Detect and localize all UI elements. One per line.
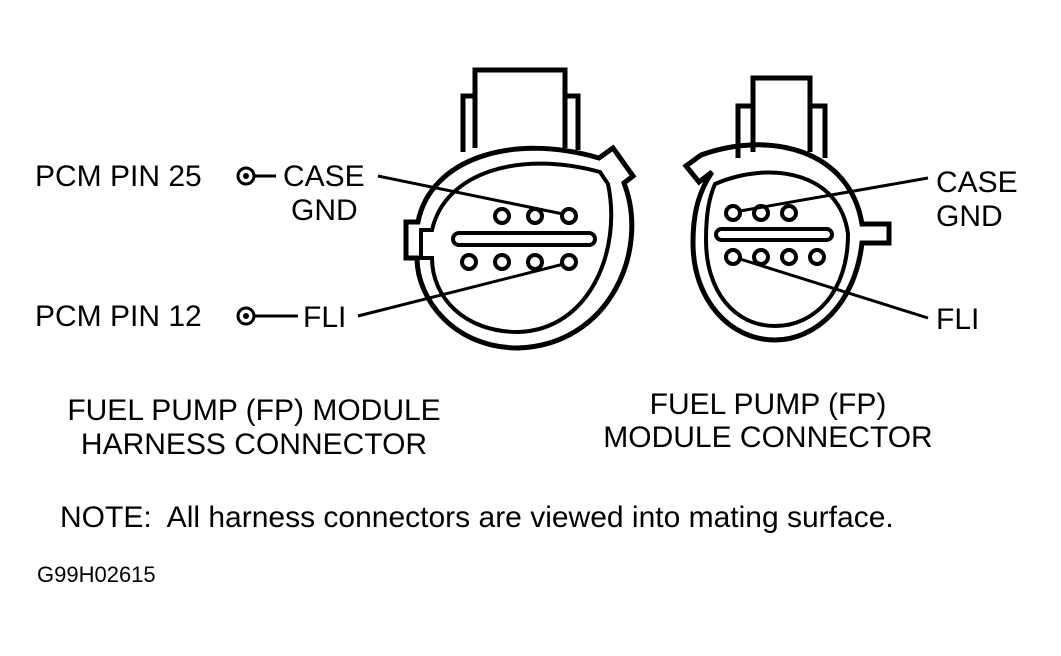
module-case-leader <box>739 176 929 213</box>
pin12-terminal-dot <box>243 313 249 319</box>
module-gnd-label: GND <box>936 200 1003 233</box>
module-inner-shell <box>703 170 851 329</box>
module-pin <box>752 248 770 266</box>
module-outer-shell <box>682 142 892 343</box>
module-case-label: CASE <box>936 166 1018 199</box>
harness-pin-case-gnd <box>560 207 578 225</box>
harness-keying-bar <box>451 231 597 247</box>
harness-locking-tab <box>460 67 581 152</box>
module-keying-bar <box>714 227 834 242</box>
module-title-line2: MODULE CONNECTOR <box>603 421 932 454</box>
module-fli-leader <box>739 257 929 320</box>
harness-pin-fli <box>560 253 578 271</box>
module-title-line1: FUEL PUMP (FP) <box>650 388 887 421</box>
harness-inner-shell <box>419 161 614 335</box>
harness-outer-shell <box>403 144 637 351</box>
harness-pin <box>460 253 478 271</box>
harness-fli-label: FLI <box>303 301 346 334</box>
harness-gnd-label: GND <box>291 194 358 227</box>
pcm-pin-12-label: PCM PIN 12 <box>35 300 202 333</box>
harness-case-leader <box>377 174 564 216</box>
harness-pin <box>526 207 544 225</box>
harness-title-line2: HARNESS CONNECTOR <box>81 428 427 461</box>
module-pin <box>780 204 798 222</box>
harness-pin <box>493 207 511 225</box>
module-pin <box>780 248 798 266</box>
figure-id: G99H02615 <box>37 562 156 587</box>
module-fli-label: FLI <box>936 303 979 336</box>
pin25-terminal-dot <box>243 173 249 179</box>
harness-case-label: CASE <box>283 160 365 193</box>
module-locking-tab <box>735 75 828 158</box>
module-pin-case-gnd <box>724 204 742 222</box>
module-pin-fli <box>724 248 742 266</box>
pcm-pin-25-label: PCM PIN 25 <box>35 160 202 193</box>
harness-pin <box>526 253 544 271</box>
harness-title-line1: FUEL PUMP (FP) MODULE <box>67 394 440 427</box>
harness-connector-drawing <box>403 67 637 351</box>
harness-fli-leader <box>357 262 565 318</box>
harness-pin <box>493 253 511 271</box>
module-connector-drawing <box>682 75 892 343</box>
module-pin <box>808 248 826 266</box>
note-text: NOTE: All harness connectors are viewed … <box>60 501 894 534</box>
